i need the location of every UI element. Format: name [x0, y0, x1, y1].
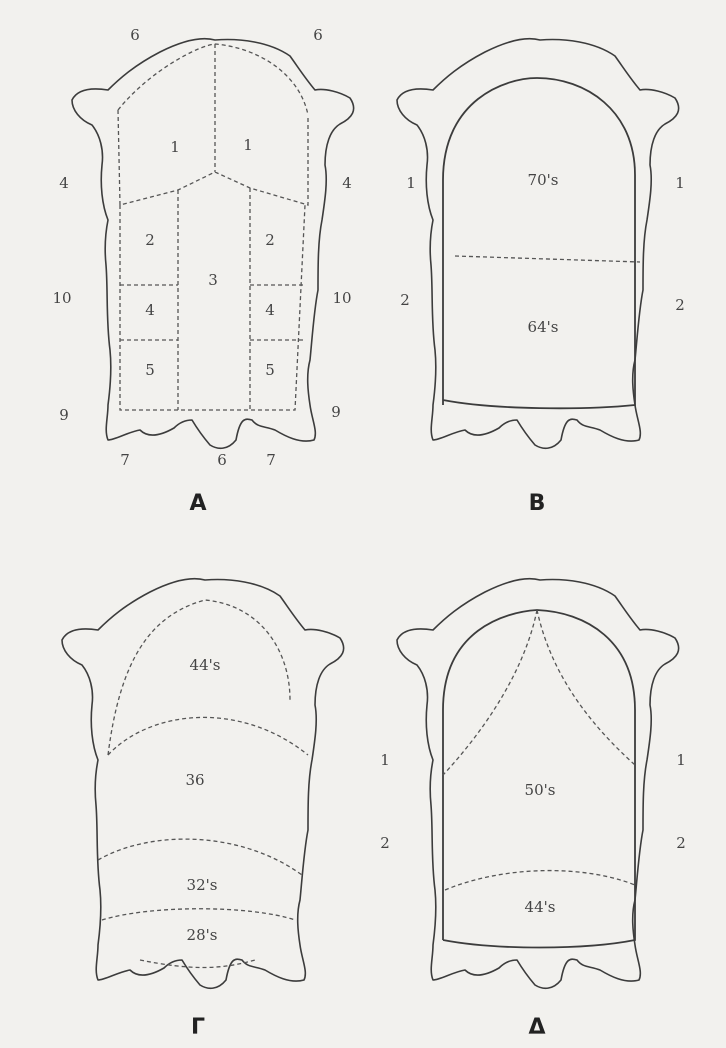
edge-label: 7	[266, 451, 276, 469]
panel-a: 1 1 2 2 3 4 4 5 5 6 6 4 4 10 10 9 9 7 6 …	[52, 26, 353, 516]
edge-label: 1	[380, 751, 390, 769]
zone-label: 70's	[528, 171, 559, 189]
zone-label: 28's	[187, 926, 218, 944]
panel-label-a: A	[189, 491, 206, 516]
pelt-outline-a	[72, 39, 354, 449]
edge-label: 1	[676, 751, 686, 769]
division-lines-a	[118, 44, 308, 410]
edge-label: 2	[380, 834, 390, 852]
region-label: 4	[145, 301, 155, 319]
curved-cut-lines-d	[443, 610, 635, 890]
edge-label: 9	[331, 403, 341, 421]
zone-label: 36	[185, 771, 204, 789]
panel-g: 44's 36 32's 28's Γ	[62, 579, 344, 1040]
region-label: 1	[170, 138, 180, 156]
region-label: 5	[145, 361, 155, 379]
edge-label: 2	[400, 291, 410, 309]
edge-label: 6	[217, 451, 227, 469]
zone-label: 44's	[190, 656, 221, 674]
zone-label: 50's	[525, 781, 556, 799]
region-label: 4	[265, 301, 275, 319]
edge-label: 4	[59, 174, 69, 192]
region-label: 5	[265, 361, 275, 379]
edge-label: 1	[675, 174, 685, 192]
pelt-outline-b	[397, 39, 679, 449]
panel-label-g: Γ	[191, 1015, 205, 1040]
panel-b: 70's 64's 1 1 2 2 B	[397, 39, 685, 516]
panel-label-b: B	[529, 491, 546, 516]
panel-label-d: Δ	[528, 1015, 545, 1040]
region-label: 2	[265, 231, 275, 249]
cut-outline-b	[443, 78, 635, 408]
edge-label: 4	[342, 174, 352, 192]
edge-label: 10	[332, 289, 351, 307]
zone-label: 32's	[187, 876, 218, 894]
zone-label: 64's	[528, 318, 559, 336]
region-label: 2	[145, 231, 155, 249]
edge-label: 2	[675, 296, 685, 314]
region-label: 1	[243, 136, 253, 154]
edge-label: 9	[59, 406, 69, 424]
edge-label: 1	[406, 174, 416, 192]
edge-label: 6	[130, 26, 140, 44]
edge-label: 10	[52, 289, 71, 307]
edge-label: 2	[676, 834, 686, 852]
edge-label: 7	[120, 451, 130, 469]
zone-divider-b	[455, 256, 640, 262]
panel-d: 50's 44's 1 1 2 2 Δ	[380, 579, 686, 1040]
zone-label: 44's	[525, 898, 556, 916]
edge-label: 6	[313, 26, 323, 44]
cut-outline-d	[443, 610, 635, 948]
region-label: 3	[208, 271, 218, 289]
